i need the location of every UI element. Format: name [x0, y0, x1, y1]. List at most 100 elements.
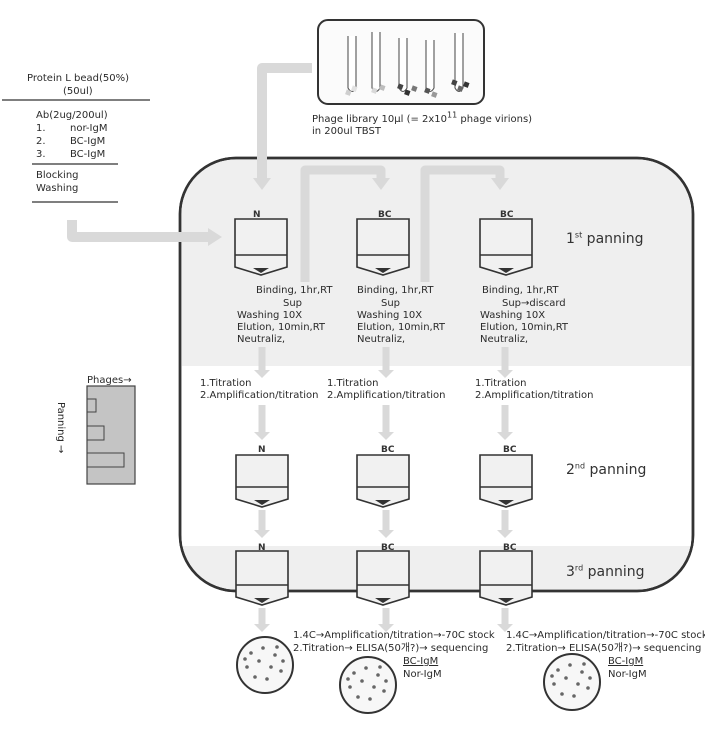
- phage-particle-1: [345, 89, 352, 96]
- final-1-line2: 2.Titration→ ELISA(50개?)→ sequencing: [293, 643, 489, 654]
- column-label-3-r1: BC: [500, 210, 514, 220]
- ab-item-3-name: BC-IgM: [70, 149, 106, 160]
- column-label-2-r1: BC: [378, 210, 392, 220]
- column-label-2-r3: BC: [381, 543, 395, 553]
- ab-item-3-num: 3.: [36, 149, 46, 160]
- step-2-washing: Washing 10X: [357, 310, 423, 321]
- arrow-col1-to-round3-head: [254, 530, 270, 538]
- colony-dot: [360, 679, 364, 683]
- bead-label: Protein L bead(50%): [27, 73, 129, 84]
- arrow-col3-to-round3-head: [497, 530, 513, 538]
- step-3-washing: Washing 10X: [480, 310, 546, 321]
- phage-particle-6: [404, 89, 411, 96]
- tube-col1-round2-tip: [254, 500, 270, 505]
- tube-col3-round3-tip: [498, 598, 514, 603]
- colony-dot: [269, 665, 273, 669]
- phage-particle-2: [351, 85, 358, 92]
- phage-particle-12: [463, 81, 470, 88]
- legend-panel: [86, 385, 136, 485]
- colony-dot: [249, 651, 253, 655]
- colony-dot: [582, 662, 586, 666]
- colony-dot: [245, 665, 249, 669]
- colony-dot: [588, 676, 592, 680]
- test-tube-3: [398, 38, 408, 93]
- colony-dot: [273, 653, 277, 657]
- colony-dot: [556, 668, 560, 672]
- colony-dot: [279, 669, 283, 673]
- colony-dot: [348, 685, 352, 689]
- arrow-col3-to-titration-head: [497, 370, 513, 378]
- colony-dot: [243, 657, 247, 661]
- colony-dot: [253, 675, 257, 679]
- colony-dot: [356, 695, 360, 699]
- step-1-elution: Elution, 10min,RT: [237, 322, 326, 333]
- titration-2-line1: 1.Titration: [327, 378, 379, 389]
- titration-2-line2: 2.Amplification/titration: [327, 390, 446, 401]
- colony-dot: [384, 679, 388, 683]
- arrow-col3-to-plate-head: [497, 624, 513, 632]
- tube-col2-round2-tip: [375, 500, 391, 505]
- colony-dot: [364, 666, 368, 670]
- arrow-col3-to-round2-head: [497, 432, 513, 440]
- washing-label: Washing: [36, 183, 79, 194]
- arrow-col1-to-titration-head: [254, 370, 270, 378]
- column-label-1-r3: N: [258, 543, 266, 553]
- colony-dot: [352, 671, 356, 675]
- arrow-col2-to-round2-head: [378, 432, 394, 440]
- arrow-col2-to-plate-head: [378, 624, 394, 632]
- panning-round-1-label: 1st panning: [566, 230, 644, 247]
- ab-item-2-name: BC-IgM: [70, 136, 106, 147]
- colony-dot: [265, 677, 269, 681]
- phage-particle-10: [451, 79, 458, 86]
- ab-title: Ab(2ug/200ul): [36, 110, 108, 121]
- panning-frame-outline: [178, 156, 695, 593]
- column-label-3-r2: BC: [503, 445, 517, 455]
- ab-item-1-name: nor-IgM: [70, 123, 108, 134]
- panning-round-3-label: 3rd panning: [566, 563, 645, 580]
- column-label-3-r3: BC: [503, 543, 517, 553]
- colony-dot: [382, 689, 386, 693]
- step-2-binding: Binding, 1hr,RT: [357, 285, 434, 296]
- tube-col2-round1: [356, 218, 410, 276]
- legend-phages-label: Phages→: [87, 375, 132, 386]
- phage-particle-4: [379, 84, 386, 91]
- bead-volume-label: (50ul): [63, 86, 93, 97]
- tube-col3-round1-tip: [498, 268, 514, 273]
- step-3-elution: Elution, 10min,RT: [480, 322, 569, 333]
- final-2-line2: 2.Titration→ ELISA(50개?)→ sequencing: [506, 643, 702, 654]
- titration-3-line1: 1.Titration: [475, 378, 527, 389]
- test-tube-1: [347, 36, 357, 93]
- final-1-bc: BC-IgM: [403, 656, 439, 667]
- tube-col1-round2: [235, 454, 289, 508]
- arrow-col1-to-round2-head: [254, 432, 270, 440]
- colony-dot: [576, 682, 580, 686]
- titration-1-line1: 1.Titration: [200, 378, 252, 389]
- tube-col2-round3: [356, 550, 410, 606]
- test-tube-4: [425, 40, 435, 93]
- colony-dot: [257, 659, 261, 663]
- phage-particle-11: [457, 85, 464, 92]
- petri-plate-1: [236, 636, 294, 694]
- sup-transfer-arrowhead-2: [491, 178, 509, 190]
- colony-dot: [560, 692, 564, 696]
- colony-dot: [568, 663, 572, 667]
- final-2-line1: 1.4C→Amplification/titration→-70C stock: [506, 630, 705, 641]
- library-caption-line1: Phage library 10μl (= 2x1011 phage virio…: [312, 110, 533, 125]
- colony-dot: [552, 682, 556, 686]
- colony-dot: [368, 697, 372, 701]
- tube-col3-round2-tip: [498, 500, 514, 505]
- final-2-bc: BC-IgM: [608, 656, 644, 667]
- phage-particle-9: [431, 91, 438, 98]
- final-1-nor: Nor-IgM: [403, 669, 442, 680]
- tube-col3-round2: [479, 454, 533, 508]
- blocking-label: Blocking: [36, 170, 79, 181]
- phage-particle-5: [397, 83, 404, 90]
- step-1-washing: Washing 10X: [237, 310, 303, 321]
- titration-3-line2: 2.Amplification/titration: [475, 390, 594, 401]
- sup-transfer-arrow-2: [420, 165, 505, 282]
- panning-round-2-label: 2nd panning: [566, 461, 647, 478]
- sup-transfer-arrow-1: [300, 165, 386, 282]
- column-label-1-r1: N: [253, 210, 261, 220]
